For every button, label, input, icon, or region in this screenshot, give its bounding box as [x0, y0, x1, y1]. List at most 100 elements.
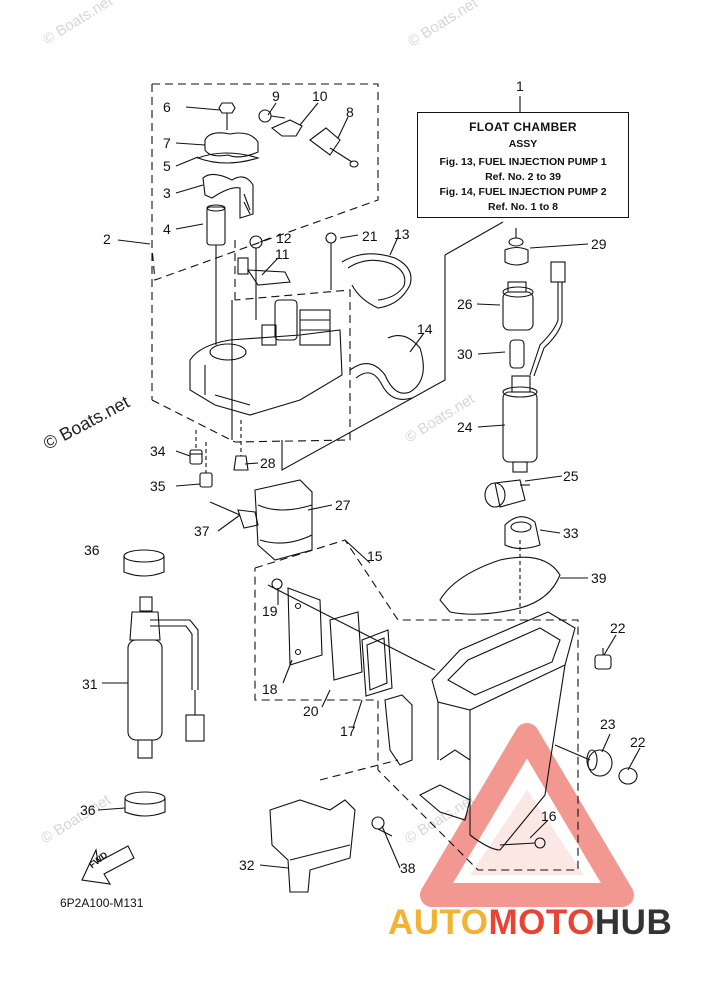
callout-5: 5	[163, 158, 171, 174]
part-19-screw	[271, 578, 283, 590]
part-36-ring-lower	[124, 791, 166, 817]
info-box: FLOAT CHAMBER ASSY Fig. 13, FUEL INJECTI…	[417, 112, 629, 218]
part-28-plug	[233, 420, 249, 471]
callout-39: 39	[591, 570, 607, 586]
part-16-screw	[499, 837, 546, 849]
part-22-grommet-lower	[618, 767, 638, 785]
part-24-fuel-pump	[502, 375, 538, 473]
callout-20: 20	[303, 703, 319, 719]
fwd-arrow-icon	[81, 845, 135, 885]
part-8-valve	[309, 127, 359, 168]
part-5-gasket	[196, 152, 260, 164]
part-34-screw	[189, 449, 203, 465]
part-13-hose	[341, 253, 412, 309]
part-33-holder	[504, 516, 541, 550]
callout-24: 24	[457, 419, 473, 435]
dashed-box-upper-left	[151, 83, 379, 281]
part-38-bolt	[371, 816, 393, 837]
callout-8: 8	[346, 104, 354, 120]
callout-36b: 36	[80, 802, 96, 818]
info-box-title: FLOAT CHAMBER	[469, 120, 577, 134]
callout-1: 1	[516, 78, 524, 94]
callout-16: 16	[541, 808, 557, 824]
callout-3: 3	[163, 185, 171, 201]
callout-23: 23	[600, 716, 616, 732]
part-12-screw	[249, 235, 263, 320]
callout-34: 34	[150, 443, 166, 459]
part-25-cap	[484, 479, 530, 508]
lower-bracket	[384, 694, 471, 821]
callout-19: 19	[262, 603, 278, 619]
part-20-plate	[329, 611, 363, 681]
info-box-line4: Ref. No. 1 to 8	[487, 201, 558, 213]
part-18-plate	[287, 587, 323, 666]
automotohub-triangle-logo	[420, 723, 634, 907]
pump-wire-harness	[529, 261, 566, 377]
part-4-sleeve	[206, 204, 226, 345]
part-39-gasket	[439, 556, 561, 615]
callout-2: 2	[103, 231, 111, 247]
callout-21: 21	[362, 228, 378, 244]
dashed-box-lower	[254, 539, 579, 871]
part-27-cover	[254, 479, 313, 561]
callout-22a: 22	[610, 620, 626, 636]
part-35-screw	[199, 472, 213, 488]
callout-12: 12	[276, 230, 292, 246]
callout-9: 9	[272, 88, 280, 104]
callout-28: 28	[260, 455, 276, 471]
callout-35: 35	[150, 478, 166, 494]
callout-10: 10	[312, 88, 328, 104]
part-37-pin	[209, 501, 259, 529]
callout-27: 27	[335, 497, 351, 513]
part-15-float-chamber	[431, 611, 576, 851]
callout-26: 26	[457, 296, 473, 312]
info-box-line2: Ref. No. 2 to 39	[485, 171, 561, 183]
callout-31: 31	[82, 676, 98, 692]
callout-36a: 36	[84, 542, 100, 558]
part-14-hose	[349, 335, 424, 394]
callout-30: 30	[457, 346, 473, 362]
callout-15: 15	[367, 548, 383, 564]
callout-22b: 22	[630, 734, 646, 750]
callout-13: 13	[394, 226, 410, 242]
callout-32: 32	[239, 857, 255, 873]
callout-4: 4	[163, 221, 171, 237]
callout-29: 29	[591, 236, 607, 252]
callout-25: 25	[563, 468, 579, 484]
part-10-lever	[270, 119, 303, 137]
part-6-bolt	[218, 102, 236, 130]
info-box-line3: Fig. 14, FUEL INJECTION PUMP 2	[439, 186, 607, 198]
callout-7: 7	[163, 135, 171, 151]
part-22-grommet-upper	[594, 648, 612, 670]
part-32-bracket	[269, 799, 356, 893]
callout-17: 17	[340, 723, 356, 739]
callout-18: 18	[262, 681, 278, 697]
info-box-line1: Fig. 13, FUEL INJECTION PUMP 1	[439, 156, 607, 168]
callout-33: 33	[563, 525, 579, 541]
part-21-screw	[325, 232, 337, 290]
part-7-cover	[204, 132, 259, 158]
brand-part-hub: HUB	[594, 903, 673, 942]
part-30-sleeve	[509, 339, 525, 369]
callout-11: 11	[275, 246, 290, 262]
part-9-screw	[258, 109, 286, 123]
part-23-grommet	[586, 749, 613, 777]
part-31-fuel-pump	[127, 596, 205, 759]
info-box-subtitle: ASSY	[508, 138, 538, 150]
callout-6: 6	[163, 99, 171, 115]
callout-37: 37	[194, 523, 210, 539]
part-17-gasket	[361, 629, 393, 697]
part-29-grommet	[504, 228, 529, 266]
diagram-code: 6P2A100-M131	[60, 896, 144, 910]
brand-part-auto: AUTO	[388, 903, 489, 942]
brand-wordmark: AUTOMOTOHUB	[388, 903, 672, 943]
part-36-ring-upper	[123, 549, 165, 577]
part-26-filter	[502, 281, 534, 331]
brand-part-moto: MOTO	[488, 903, 595, 942]
part-11-clip	[237, 257, 291, 286]
callout-38: 38	[400, 860, 416, 876]
callout-14: 14	[417, 321, 433, 337]
float-chamber-body	[189, 299, 343, 416]
